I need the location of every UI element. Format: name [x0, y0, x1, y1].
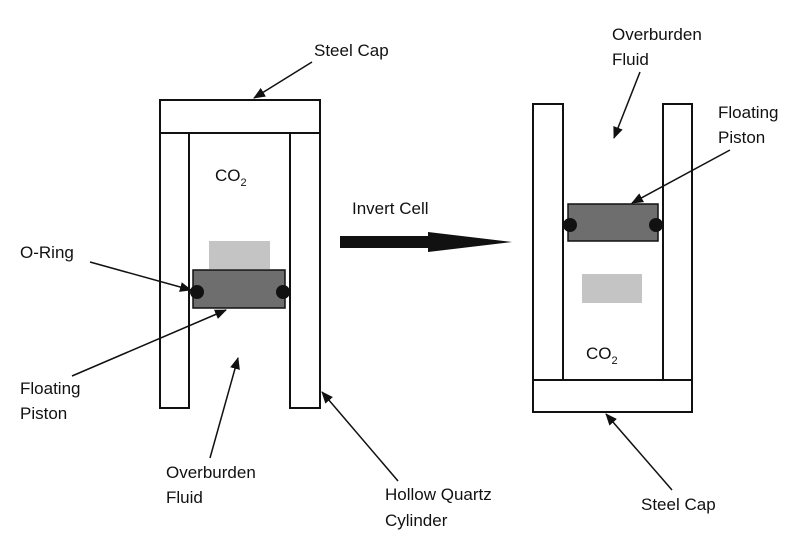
- left-floating-piston: [192, 269, 286, 309]
- right-floating-piston-label-line2: Piston: [718, 128, 765, 147]
- left-overburden-pointer: [209, 357, 240, 459]
- right-co2-block: [582, 274, 642, 303]
- left-co2-label: CO2: [215, 166, 247, 189]
- left-floating-piston-label-line1: Floating: [20, 379, 80, 398]
- left-steel-cap-label: Steel Cap: [314, 41, 389, 60]
- right-cylinder-wall-right: [662, 103, 693, 382]
- left-overburden-label-line1: Overburden: [166, 463, 256, 482]
- right-floating-piston-pointer: [631, 149, 731, 204]
- invert-transition: Invert Cell: [340, 199, 512, 252]
- right-steel-cap-pointer: [605, 413, 673, 491]
- left-steel-cap-pointer: [253, 61, 313, 99]
- right-overburden-label-line2: Fluid: [612, 50, 649, 69]
- right-cylinder-wall-left: [532, 103, 564, 382]
- right-steel-cap: [532, 379, 693, 413]
- quartz-cylinder-label-line1: Hollow Quartz: [385, 485, 492, 504]
- left-co2-block: [209, 241, 270, 269]
- o-ring-pointer: [89, 261, 192, 292]
- right-o-ring-left: [563, 218, 577, 232]
- left-steel-cap: [159, 99, 321, 134]
- right-steel-cap-label: Steel Cap: [641, 495, 716, 514]
- left-o-ring-left: [190, 285, 204, 299]
- left-overburden-label-line2: Fluid: [166, 488, 203, 507]
- left-floating-piston-label-line2: Piston: [20, 404, 67, 423]
- left-o-ring-right: [276, 285, 290, 299]
- o-ring-label: O-Ring: [20, 243, 74, 262]
- left-cell: CO2 Steel Cap O-Ring Floating Piston Ove…: [20, 41, 492, 530]
- right-cell: CO2 Overburden Fluid Floating Piston Ste…: [532, 25, 778, 514]
- left-cylinder-wall-left: [159, 132, 190, 409]
- right-co2-label: CO2: [586, 344, 618, 367]
- right-overburden-label-line1: Overburden: [612, 25, 702, 44]
- left-floating-piston-pointer: [71, 309, 227, 377]
- left-cylinder-wall-right: [289, 132, 321, 409]
- quartz-cylinder-label-line2: Cylinder: [385, 511, 448, 530]
- right-o-ring-right: [649, 218, 663, 232]
- quartz-cylinder-pointer: [321, 391, 399, 482]
- right-overburden-pointer: [613, 71, 641, 139]
- invert-cell-label: Invert Cell: [352, 199, 429, 218]
- invert-arrow: [340, 232, 512, 252]
- right-floating-piston-label-line1: Floating: [718, 103, 778, 122]
- right-floating-piston: [567, 203, 659, 242]
